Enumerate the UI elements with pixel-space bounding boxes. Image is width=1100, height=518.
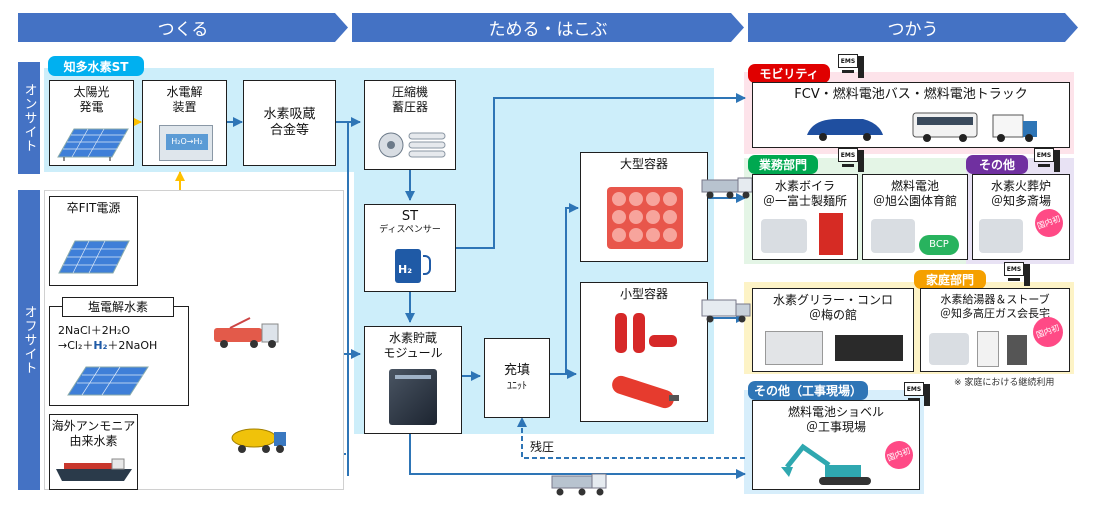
boiler-box: 水素ボイラ ＠一富士製麺所	[752, 174, 858, 260]
water-heater-icon	[977, 331, 999, 367]
excavator-icon	[781, 443, 871, 485]
tanker-truck-icon	[231, 428, 286, 453]
tube-trailer-truck-icon	[214, 317, 279, 348]
cylinder-truck-icon-return	[551, 473, 607, 496]
business-tag: 業務部門	[748, 155, 818, 174]
solar-panel-icon-fit	[58, 240, 130, 274]
compressor-box: 圧縮機 蓄圧器	[364, 80, 456, 170]
meter-icon-boiler	[761, 219, 807, 253]
brine-title: 塩電解水素	[62, 297, 174, 317]
solar-panel-icon-brine	[67, 366, 149, 396]
phase-use: つかう	[748, 13, 1078, 42]
cylinder-bundle-icon	[607, 187, 683, 249]
side-onsite: オンサイト	[18, 62, 40, 174]
brine-box: 塩電解水素 2NaCl＋2H₂O →Cl₂＋H₂＋2NaOH	[49, 297, 189, 406]
small-cylinder-icon	[615, 313, 677, 353]
water-heater-box: 水素給湯器＆ストーブ ＠知多高圧ガス会長宅 国内初	[920, 288, 1070, 372]
box-truck-icon-small	[701, 299, 751, 323]
nozzle-icon	[423, 255, 431, 275]
alloy-box: 水素吸蔵 合金等	[243, 80, 336, 166]
dispenser-box: ST ディスペンサー H₂	[364, 204, 456, 292]
ems-icon-household: EMS	[1004, 262, 1030, 288]
meter-icon-fuelcell	[871, 219, 915, 253]
household-note: ※ 家庭における継続利用	[954, 378, 1055, 388]
meter-icon-household	[929, 333, 969, 365]
crematorium-box: 水素火葬炉 ＠知多斎場 国内初	[972, 174, 1070, 260]
ems-icon-business: EMS	[838, 148, 864, 174]
brine-equation: 2NaCl＋2H₂O →Cl₂＋H₂＋2NaOH	[58, 324, 158, 353]
storage-module-icon	[389, 369, 437, 425]
shovel-box: 燃料電池ショベル ＠工事現場 国内初	[752, 400, 920, 490]
solar-box: 太陽光 発電	[49, 80, 134, 166]
ammonia-box: 海外アンモニア 由来水素	[49, 414, 138, 490]
first-badge-crematorium: 国内初	[1031, 205, 1067, 241]
ems-icon-other: EMS	[1034, 148, 1060, 174]
portable-cylinder-icon	[612, 375, 679, 409]
vehicles-icon	[807, 112, 1037, 142]
electrolyzer-mark: H₂O→H₂	[166, 134, 208, 150]
grill-icon	[765, 331, 823, 365]
heater-stove-icon	[1007, 335, 1027, 365]
electrolyzer-box: 水電解 装置 H₂O→H₂	[142, 80, 227, 166]
cylinder-truck-icon-large	[701, 177, 753, 199]
meter-icon-crematorium	[979, 219, 1023, 253]
large-container-box: 大型容器	[580, 152, 708, 262]
ems-icon-construction: EMS	[904, 382, 930, 408]
station-tag: 知多水素ST	[48, 56, 144, 76]
mobility-tag: モビリティ	[748, 64, 830, 83]
fit-power-box: 卒FIT電源	[49, 196, 138, 286]
dispenser-icon: H₂	[395, 249, 421, 283]
household-tag: 家庭部門	[914, 270, 986, 289]
mobility-box: FCV・燃料電池バス・燃料電池トラック	[752, 82, 1070, 148]
bcp-badge: BCP	[919, 235, 959, 255]
fuelcell-box: 燃料電池 ＠旭公園体育館 BCP	[862, 174, 968, 260]
ship-icon	[56, 458, 132, 481]
electrolyzer-unit-icon: H₂O→H₂	[159, 125, 213, 161]
compressor-icon	[378, 132, 446, 158]
small-container-box: 小型容器	[580, 282, 708, 422]
phase-store: ためる・はこぶ	[352, 13, 744, 42]
phase-make: つくる	[18, 13, 348, 42]
grill-box: 水素グリラー・コンロ ＠梅の館	[752, 288, 914, 372]
stove-icon	[835, 335, 903, 361]
fill-unit-box: 充填 ﾕﾆｯﾄ	[484, 338, 550, 418]
construction-tag: その他（工事現場）	[748, 381, 868, 400]
ems-icon-mobility: EMS	[838, 54, 864, 80]
storage-module-box: 水素貯蔵 モジュール	[364, 326, 462, 434]
solar-panel-icon	[57, 128, 129, 161]
residual-pressure-label: 残圧	[530, 440, 555, 454]
boiler-icon	[819, 213, 843, 255]
other-tag: その他	[966, 155, 1028, 174]
side-offsite: オフサイト	[18, 190, 40, 490]
